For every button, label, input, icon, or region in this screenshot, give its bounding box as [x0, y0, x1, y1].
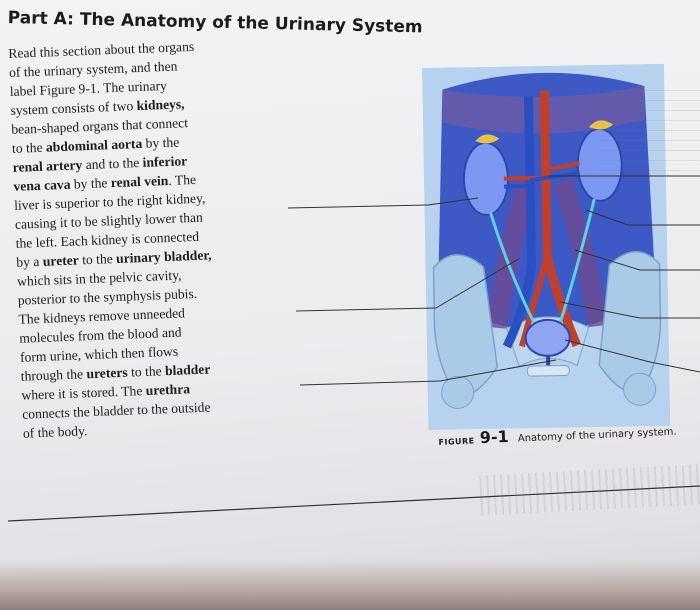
- show-through-text: [600, 90, 700, 180]
- left-label-line-3: [299, 380, 441, 386]
- urinary-system-figure: [422, 63, 671, 430]
- right-adrenal-gland: [475, 134, 500, 144]
- right-pointer-2: [585, 209, 629, 226]
- left-pointer-1: [427, 197, 479, 206]
- left-hip-bone: [598, 251, 662, 396]
- right-ureter: [489, 212, 538, 329]
- left-ureter: [557, 198, 596, 329]
- left-renal-artery: [545, 161, 581, 172]
- left-adrenal-gland: [589, 120, 614, 130]
- left-pointer-3: [439, 359, 557, 382]
- right-pointer-5: [564, 339, 651, 363]
- right-pointer-4: [559, 301, 641, 319]
- left-label-line-2: [295, 307, 437, 312]
- left-psoas-muscle: [486, 176, 537, 329]
- right-femur-head: [441, 375, 475, 409]
- left-femur-head: [623, 372, 657, 406]
- symphysis-pubis: [526, 365, 570, 377]
- page-edge-shadow: [0, 560, 700, 610]
- common-iliac-artery: [518, 255, 551, 348]
- page-bottom-rule: [7, 485, 700, 522]
- left-renal-vein: [529, 171, 581, 183]
- right-label-line-5: [649, 361, 700, 373]
- right-pointer-3: [574, 249, 641, 271]
- left-pointer-2: [435, 257, 521, 309]
- right-hip-bone: [432, 254, 499, 399]
- left-label-line-1: [287, 204, 429, 209]
